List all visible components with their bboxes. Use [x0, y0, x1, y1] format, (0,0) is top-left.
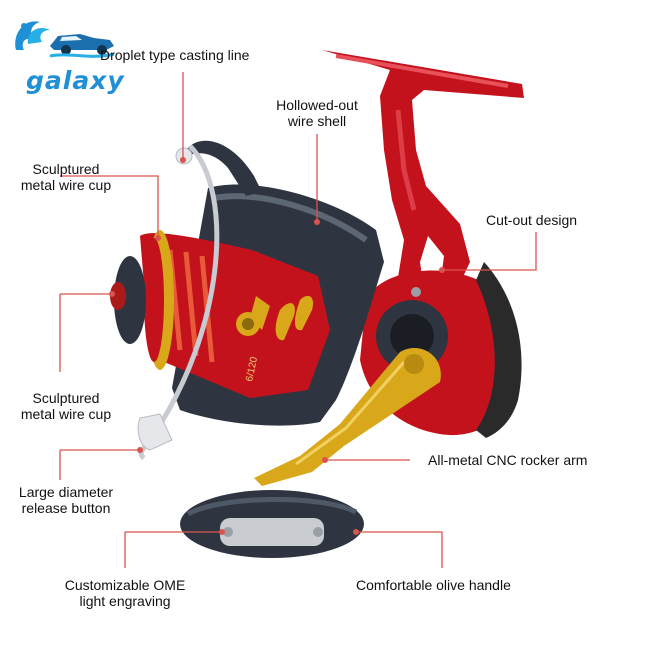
- label-casting-line: Droplet type casting line: [100, 47, 250, 63]
- label-wire-cup-top: Sculptured metal wire cup: [20, 161, 112, 193]
- body-grip: [476, 262, 522, 438]
- engraving-plate: [220, 518, 324, 546]
- label-cut-out: Cut-out design: [486, 212, 578, 228]
- callout-dots: [109, 157, 445, 535]
- spool-marking: 6/120: [244, 355, 260, 382]
- label-handle: Comfortable olive handle: [356, 577, 511, 593]
- label-release-button: Large diameter release button: [18, 484, 114, 516]
- drag-knob: [114, 256, 146, 344]
- label-wire-cup-bottom: Sculptured metal wire cup: [20, 390, 112, 422]
- reel-foot: [322, 50, 524, 316]
- label-engraving: Customizable OME light engraving: [64, 577, 186, 609]
- wave-car-icon: [15, 21, 115, 58]
- crank-arm: [254, 347, 441, 486]
- label-rocker-arm: All-metal CNC rocker arm: [428, 452, 588, 468]
- brand-logo: galaxy: [10, 10, 124, 95]
- label-wire-shell: Hollowed-out wire shell: [276, 97, 358, 129]
- callout-lines: [59, 72, 537, 568]
- logo-text: galaxy: [26, 66, 125, 95]
- bail-arm: [186, 140, 262, 196]
